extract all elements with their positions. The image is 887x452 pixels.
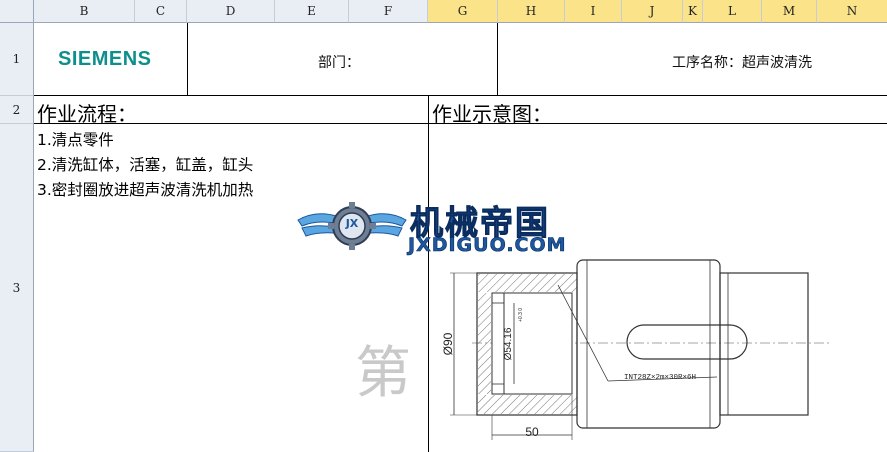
watermark-cn-text: 机械帝国 — [410, 203, 550, 243]
step-item: 2.清洗缸体，活塞，缸盖，缸头 — [37, 156, 254, 174]
column-header-k[interactable]: K — [683, 0, 703, 23]
outer-diameter-label: Ø90 — [441, 332, 455, 355]
inner-diameter-label: Ø54.16 — [503, 327, 514, 360]
row-header-2[interactable]: 2 — [0, 96, 34, 124]
column-header-f[interactable]: F — [349, 0, 428, 23]
watermark-logo: JX 机械帝国 JXDIGUO.COM — [296, 196, 596, 260]
column-header-c[interactable]: C — [135, 0, 187, 23]
length-label: 50 — [525, 425, 539, 439]
shaft-drawing: Ø90 Ø54.16 +0.3 0 50 INT28Z×2m×30R×6H — [441, 259, 832, 440]
row2-bottom-border — [34, 123, 887, 124]
column-header-g[interactable]: G — [428, 0, 498, 23]
inner-diameter-tolerance: +0.3 0 — [518, 308, 524, 322]
siemens-logo: SIEMENS — [58, 48, 152, 70]
column-header-n[interactable]: N — [817, 0, 887, 23]
step-item: 3.密封圈放进超声波清洗机加热 — [37, 181, 254, 199]
column-header-l[interactable]: L — [703, 0, 762, 23]
dept-cell-border — [497, 23, 498, 96]
workflow-steps: 1.清点零件 2.清洗缸体，活塞，缸盖，缸头 3.密封圈放进超声波清洗机加热 — [37, 128, 253, 203]
watermark-emblem-text: JX — [345, 217, 359, 230]
column-header-e[interactable]: E — [275, 0, 349, 23]
process-name: 工序名称：超声波清洗 — [672, 55, 812, 71]
diagram-title: 作业示意图： — [432, 102, 552, 126]
column-header-h[interactable]: H — [498, 0, 565, 23]
row1-bottom-border — [34, 95, 887, 96]
column-header-b[interactable]: B — [34, 0, 135, 23]
gear-wings-icon — [297, 202, 407, 250]
row-header-1[interactable]: 1 — [0, 23, 34, 96]
column-header-j[interactable]: J — [622, 0, 683, 23]
overlay-character: 第 — [355, 341, 411, 406]
logo-cell-border — [187, 23, 188, 96]
row-header-3[interactable]: 3 — [0, 124, 34, 452]
watermark-en-text: JXDIGUO.COM — [408, 234, 567, 257]
section-divider — [428, 96, 429, 452]
thread-note: INT28Z×2m×30R×6H — [624, 374, 696, 382]
select-all-corner[interactable] — [0, 0, 34, 23]
dept-label: 部门： — [318, 55, 360, 71]
workflow-title: 作业流程： — [37, 102, 137, 126]
column-header-m[interactable]: M — [762, 0, 817, 23]
column-header-i[interactable]: I — [565, 0, 622, 23]
step-item: 1.清点零件 — [37, 131, 114, 149]
column-header-d[interactable]: D — [187, 0, 275, 23]
